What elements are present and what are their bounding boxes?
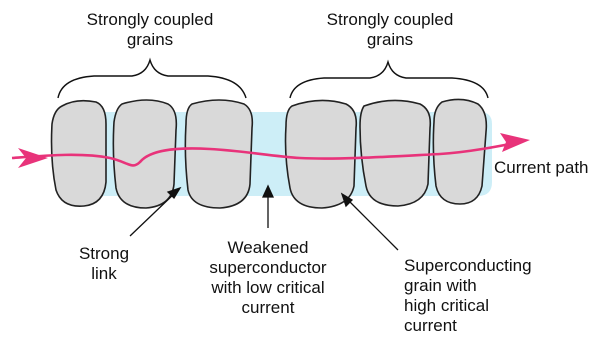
grain-1	[52, 101, 107, 207]
grain-3	[185, 100, 252, 208]
label-strong-link: Strong link	[64, 244, 144, 284]
grain-5	[360, 100, 430, 206]
label-weakened-superconductor: Weakened superconductor with low critica…	[198, 238, 338, 318]
label-superconducting-grain: Superconducting grain with high critical…	[404, 256, 532, 336]
brace-right	[290, 62, 488, 98]
label-current-path: Current path	[494, 158, 589, 178]
label-coupled-right: Strongly coupled grains	[300, 10, 480, 50]
brace-left	[58, 60, 246, 98]
grain-4	[286, 100, 357, 208]
current-arrowhead-end	[500, 133, 530, 152]
label-coupled-left: Strongly coupled grains	[60, 10, 240, 50]
